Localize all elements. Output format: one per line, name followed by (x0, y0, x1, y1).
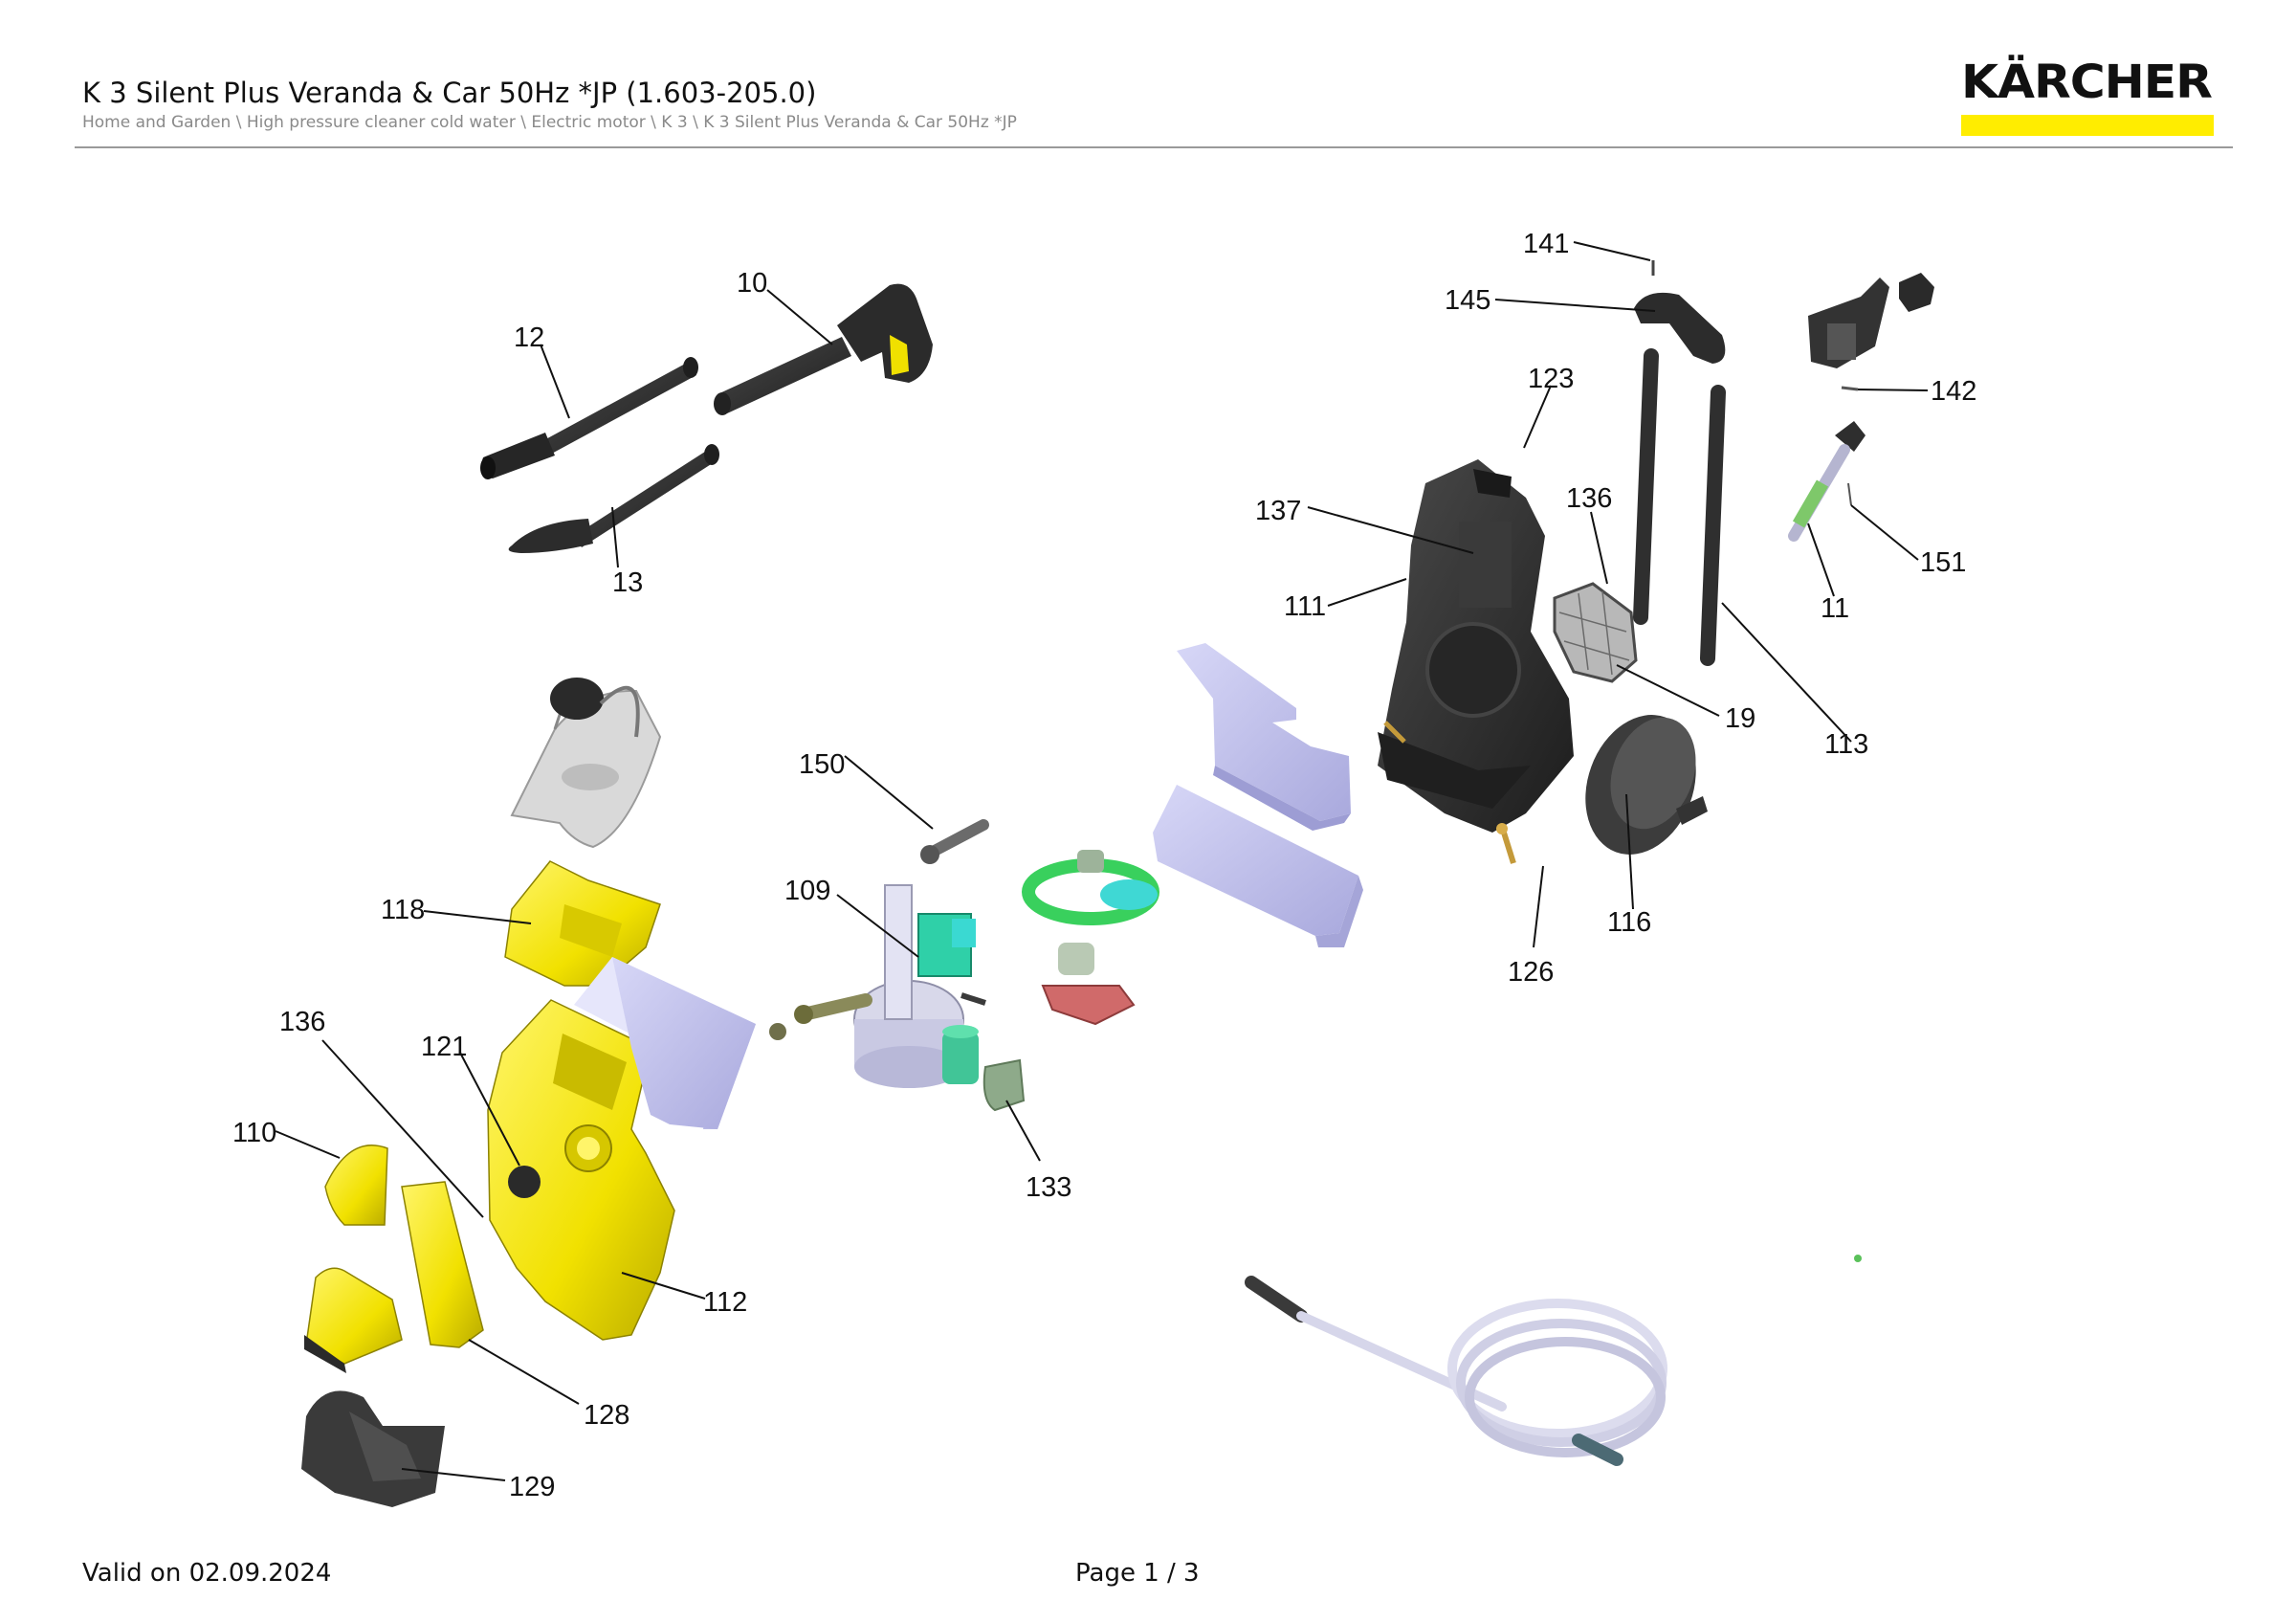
callout-126: 126 (1508, 957, 1554, 988)
callout-145: 145 (1445, 285, 1490, 316)
callout-111: 111 (1284, 591, 1326, 622)
part-151-pin (1847, 482, 1852, 506)
callout-109: 109 (784, 876, 830, 906)
page-indicator: Page 1 / 3 (1075, 1559, 1200, 1588)
capacitor (942, 1025, 979, 1084)
callout-150: 150 (799, 749, 845, 780)
foam-panel-lower (1153, 785, 1363, 947)
callout-129: 129 (509, 1472, 555, 1502)
pump-base-red (1041, 943, 1136, 1026)
foam-panel-left (574, 957, 756, 1129)
part-142-pin (1841, 386, 1859, 391)
logo-wordmark: KÄRCHER (1961, 56, 2213, 109)
callout-151: 151 (1920, 547, 1966, 578)
part-118-cover (504, 860, 661, 987)
callout-112: 112 (703, 1287, 747, 1318)
callout-141: 141 (1523, 229, 1569, 259)
callout-110: 110 (232, 1118, 276, 1148)
part-12-lance (480, 357, 698, 479)
breadcrumb: Home and Garden \ High pressure cleaner … (82, 113, 1017, 132)
part-129-foot (301, 1390, 445, 1507)
part-145-handle (1634, 292, 1726, 364)
part-133 (982, 1058, 1026, 1112)
callout-128: 128 (584, 1400, 629, 1431)
high-pressure-hose (1245, 1276, 1667, 1466)
part-150-connector (920, 819, 989, 864)
callout-136-top: 136 (1566, 483, 1612, 514)
callout-11: 11 (1821, 593, 1849, 624)
callout-13: 13 (612, 567, 643, 598)
small-green-part (1854, 1255, 1862, 1262)
callout-19: 19 (1725, 703, 1755, 734)
callout-133: 133 (1026, 1172, 1071, 1203)
part-11-nozzle (1788, 421, 1866, 542)
detergent-tank (510, 678, 662, 849)
valid-date: Valid on 02.09.2024 (82, 1559, 332, 1588)
callout-136-left: 136 (279, 1007, 325, 1037)
part-10-spray-gun (714, 283, 933, 415)
page-title: K 3 Silent Plus Veranda & Car 50Hz *JP (… (82, 77, 817, 109)
part-19-filter (1553, 582, 1638, 683)
part-128 (401, 1181, 484, 1348)
callout-12: 12 (514, 322, 544, 353)
callout-113: 113 (1824, 729, 1868, 760)
part-116-wheel (1585, 715, 1708, 855)
part-109-pump-motor (769, 884, 986, 1088)
part-121 (508, 1166, 541, 1198)
logo-yellow-bar (1961, 115, 2214, 136)
header-divider (75, 146, 2233, 148)
foam-panel-upper (1177, 643, 1351, 831)
part-113-tubes (1633, 348, 1726, 666)
part-110 (324, 1145, 388, 1226)
part-111-frame (1378, 459, 1574, 833)
karcher-logo: KÄRCHER (1961, 59, 2214, 136)
part-112-housing (487, 999, 675, 1341)
callout-116: 116 (1607, 907, 1651, 938)
leader-lines (275, 241, 1929, 1481)
callout-137: 137 (1255, 496, 1301, 526)
part-126-screw (1383, 721, 1516, 864)
callout-118: 118 (381, 895, 425, 925)
callout-121: 121 (421, 1032, 467, 1062)
part-13-dirt-blaster (508, 444, 719, 553)
callout-142: 142 (1931, 376, 1976, 407)
pump-ring-green (1022, 850, 1159, 925)
callout-labels: 10 12 13 141 145 142 123 137 136 111 151… (232, 229, 1976, 1502)
callout-10: 10 (737, 268, 767, 299)
accessory-holder (1808, 273, 1934, 368)
lower-yellow-cover (304, 1267, 403, 1373)
callout-123: 123 (1528, 364, 1574, 394)
